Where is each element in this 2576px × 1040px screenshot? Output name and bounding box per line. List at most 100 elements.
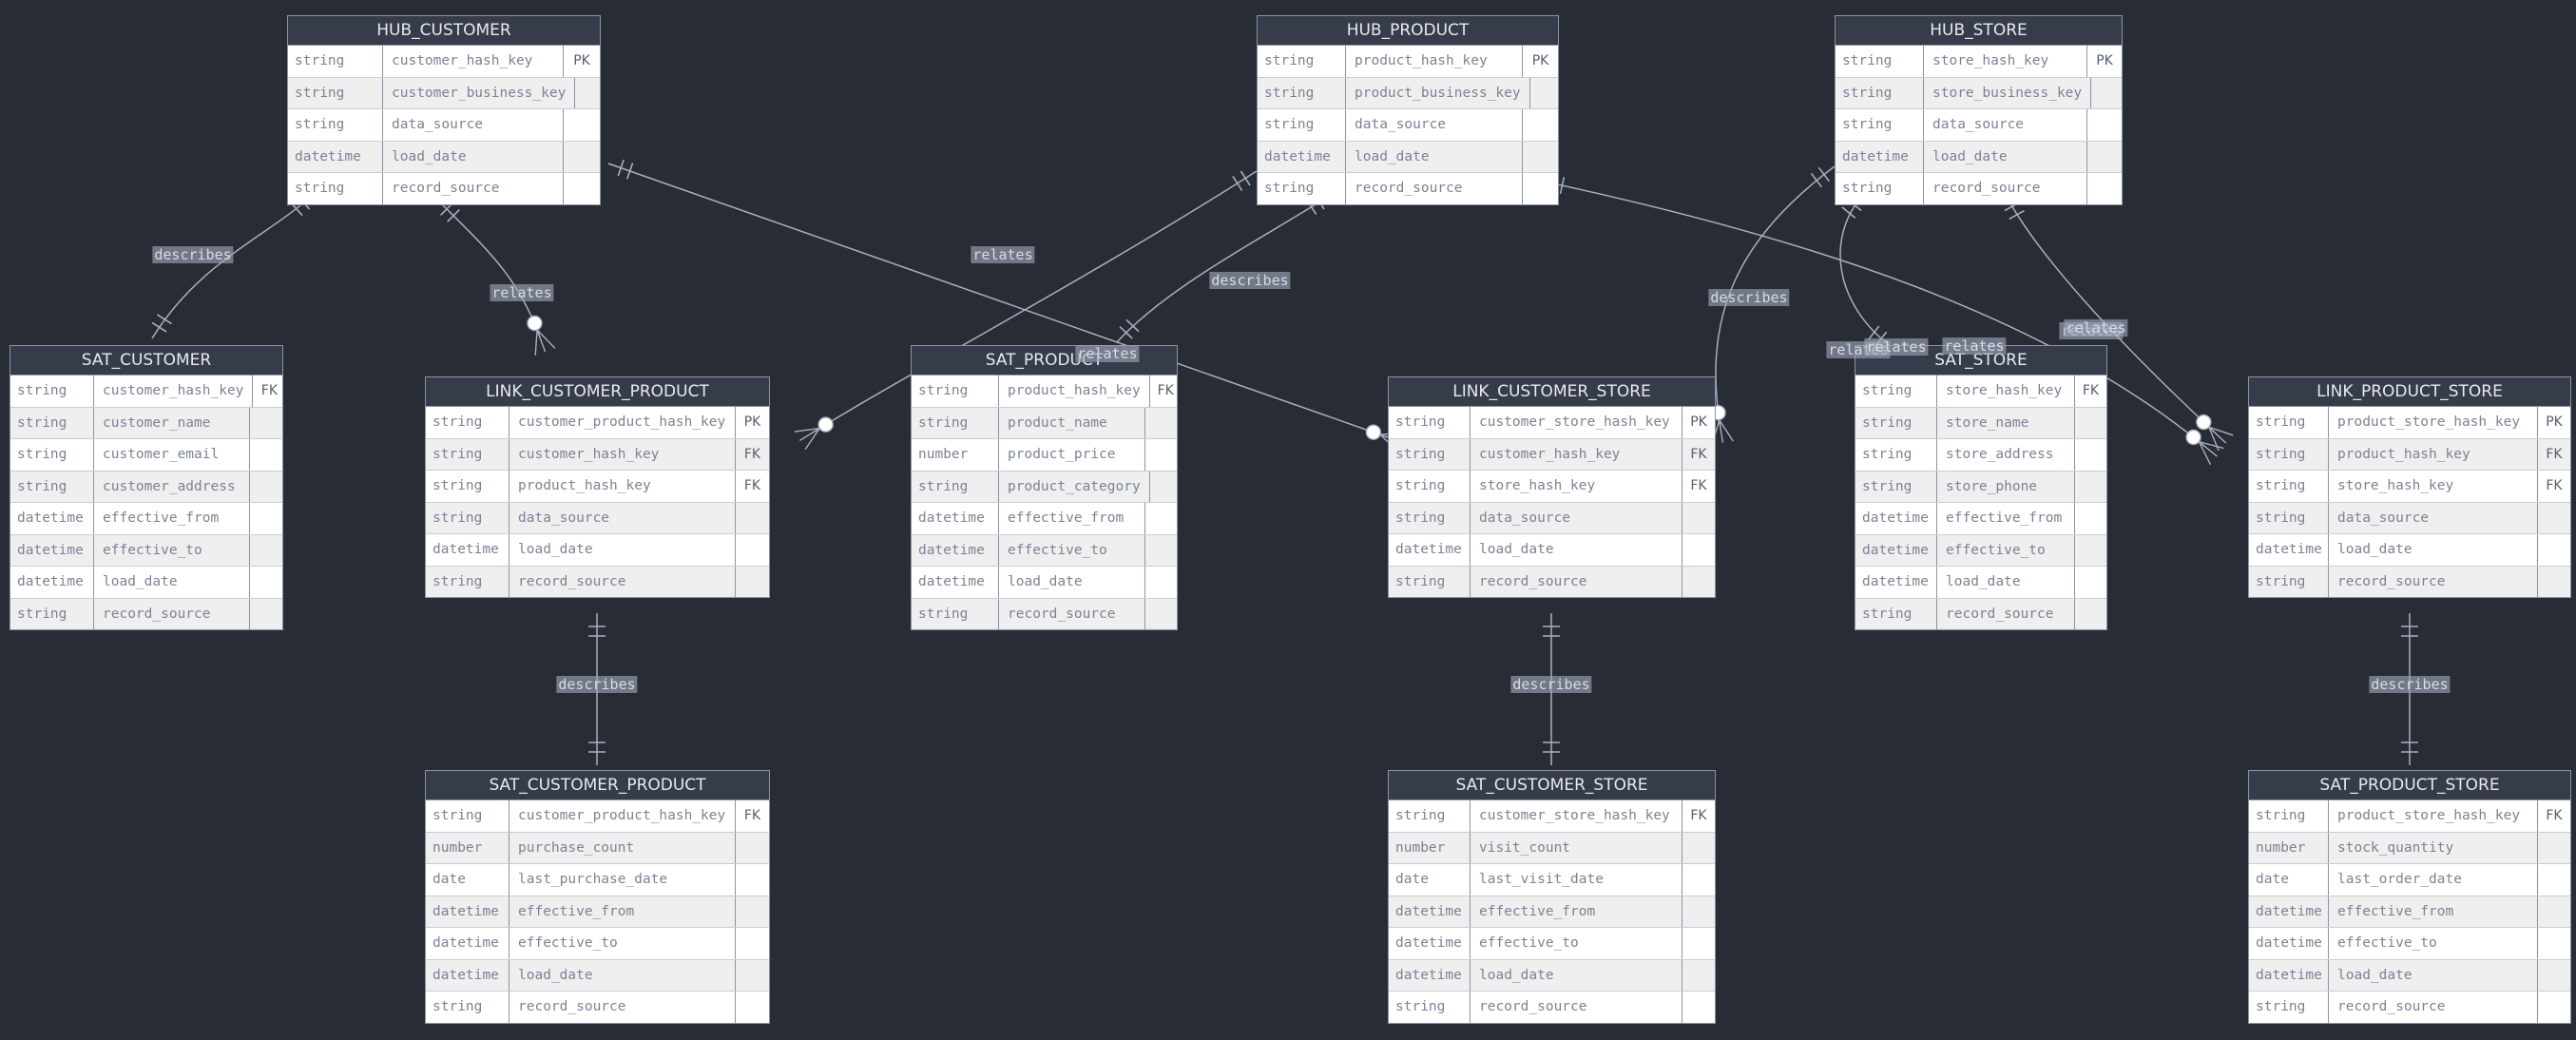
attribute-key-badge [1145,503,1177,534]
attribute-name: customer_store_hash_key [1471,407,1682,438]
attribute-name: record_source [509,566,736,597]
attribute-key-badge [2538,503,2570,534]
attribute-name: load_date [94,567,250,598]
attribute-name: record_source [2329,566,2538,597]
attribute-type: string [2249,800,2329,832]
attribute-name: customer_hash_key [383,46,564,77]
attribute-type: number [2249,832,2329,863]
attribute-key-badge [1682,567,1715,598]
